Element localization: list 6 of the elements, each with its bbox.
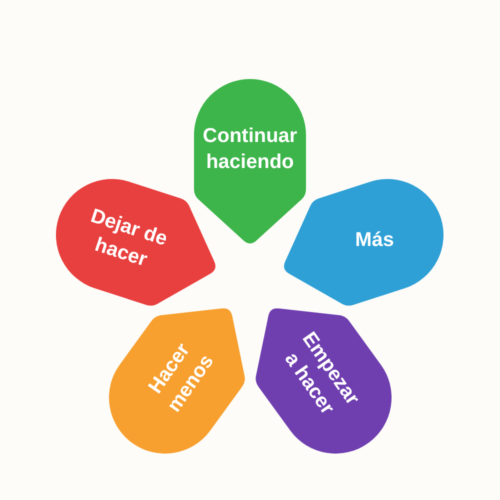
- petal-shape: [108, 306, 246, 454]
- petal-label: Dejar de hacer: [87, 203, 172, 273]
- petal-label: Más: [354, 228, 396, 252]
- petal-shape: [254, 306, 392, 454]
- petal-shape: [281, 179, 444, 307]
- petal-label: Continuar haciendo: [202, 124, 298, 175]
